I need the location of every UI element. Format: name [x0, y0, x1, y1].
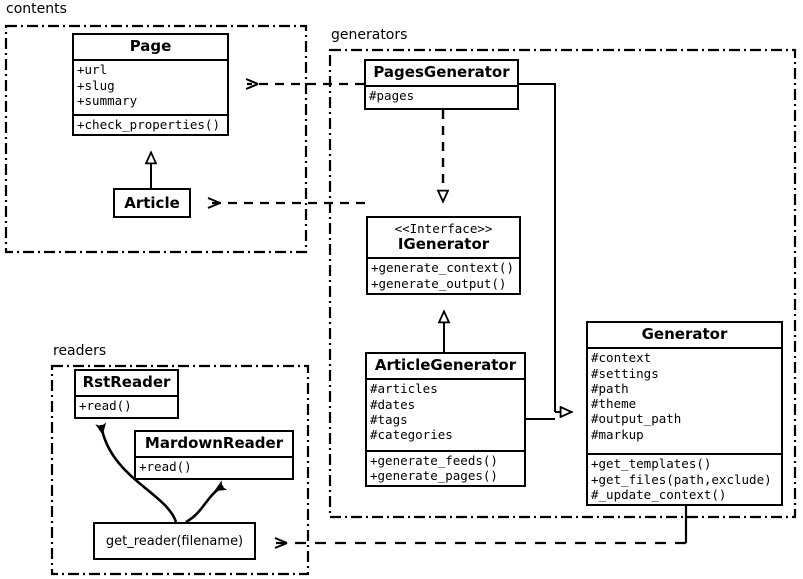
- class-articlegenerator-title: ArticleGenerator: [374, 356, 517, 374]
- interface-igenerator[interactable]: <<Interface>> IGenerator +generate_conte…: [366, 216, 521, 295]
- attribute: #settings: [591, 365, 659, 381]
- operation: +read(): [79, 398, 132, 414]
- operation: +generate_output(): [371, 275, 507, 291]
- class-generator-attributes: #context #settings #path #theme #output_…: [588, 347, 781, 453]
- operation: #_update_context(): [591, 486, 727, 502]
- class-page[interactable]: Page +url +slug +summary +check_properti…: [72, 33, 229, 136]
- package-label-generators: generators: [331, 27, 408, 43]
- class-rstreader[interactable]: RstReader +read(): [74, 369, 179, 419]
- class-articlegenerator-operations: +generate_feeds() +generate_pages(): [367, 449, 524, 486]
- class-mardownreader-operations: +read(): [136, 456, 292, 478]
- operation: +generate_pages(): [370, 467, 498, 483]
- attribute: +summary: [77, 92, 138, 108]
- class-articlegenerator-attributes: #articles #dates #tags #categories: [367, 378, 524, 449]
- package-border-generators: [328, 48, 797, 519]
- attribute: #categories: [370, 427, 453, 442]
- class-page-title: Page: [129, 37, 172, 55]
- attribute: #theme: [591, 396, 637, 411]
- attribute: #path: [591, 380, 629, 396]
- class-generator-title: Generator: [641, 325, 728, 343]
- function-get-reader[interactable]: get_reader(filename): [93, 522, 256, 560]
- edge-getreader-creates-mardownreader: [185, 486, 223, 524]
- class-pagesgenerator-title: PagesGenerator: [373, 63, 510, 81]
- operation: +generate_feeds(): [370, 452, 498, 468]
- edge-getreader-creates-rstreader: [101, 425, 178, 523]
- interface-stereotype: <<Interface>>: [394, 221, 493, 236]
- edge-generators-generalize-generator: [519, 83, 572, 420]
- package-border-contents: [4, 24, 308, 254]
- operation: +get_templates(): [591, 456, 712, 472]
- class-pagesgenerator-attributes: #pages: [366, 85, 517, 108]
- class-page-attributes: +url +slug +summary: [74, 59, 227, 114]
- function-get-reader-label: get_reader(filename): [105, 533, 244, 549]
- class-page-operations: +check_properties(): [74, 113, 227, 134]
- class-mardownreader-title: MardownReader: [144, 434, 284, 452]
- operation: +read(): [139, 459, 192, 475]
- class-pagesgenerator[interactable]: PagesGenerator #pages: [364, 59, 519, 110]
- attribute: #output_path: [591, 411, 682, 427]
- class-articlegenerator[interactable]: ArticleGenerator #articles #dates #tags …: [365, 352, 526, 487]
- attribute: #context: [591, 350, 652, 366]
- edge-generator-depends-getreader: [274, 506, 688, 549]
- operation: +generate_context(): [371, 260, 514, 276]
- attribute: #pages: [369, 88, 415, 104]
- attribute: #markup: [591, 426, 644, 442]
- class-article-title: Article: [124, 194, 180, 212]
- package-label-contents: contents: [6, 1, 67, 17]
- class-rstreader-title: RstReader: [82, 373, 171, 391]
- class-mardownreader[interactable]: MardownReader +read(): [134, 430, 294, 480]
- package-label-readers: readers: [53, 343, 107, 359]
- interface-name: IGenerator: [397, 235, 490, 253]
- attribute: +slug: [77, 77, 115, 93]
- interface-igenerator-title: <<Interface>> IGenerator: [368, 218, 519, 257]
- operation: +get_files(path,exclude): [591, 471, 772, 487]
- attribute: #dates: [370, 396, 416, 412]
- class-rstreader-operations: +read(): [76, 395, 177, 417]
- attribute: +url: [77, 62, 108, 78]
- package-border-readers: [50, 364, 310, 576]
- interface-igenerator-operations: +generate_context() +generate_output(): [368, 257, 519, 293]
- class-article[interactable]: Article: [113, 188, 191, 218]
- class-generator[interactable]: Generator #context #settings #path #them…: [586, 321, 783, 506]
- attribute: #articles: [370, 381, 438, 397]
- operation: +check_properties(): [77, 116, 220, 132]
- class-generator-operations: +get_templates() +get_files(path,exclude…: [588, 453, 781, 504]
- attribute: #tags: [370, 411, 408, 427]
